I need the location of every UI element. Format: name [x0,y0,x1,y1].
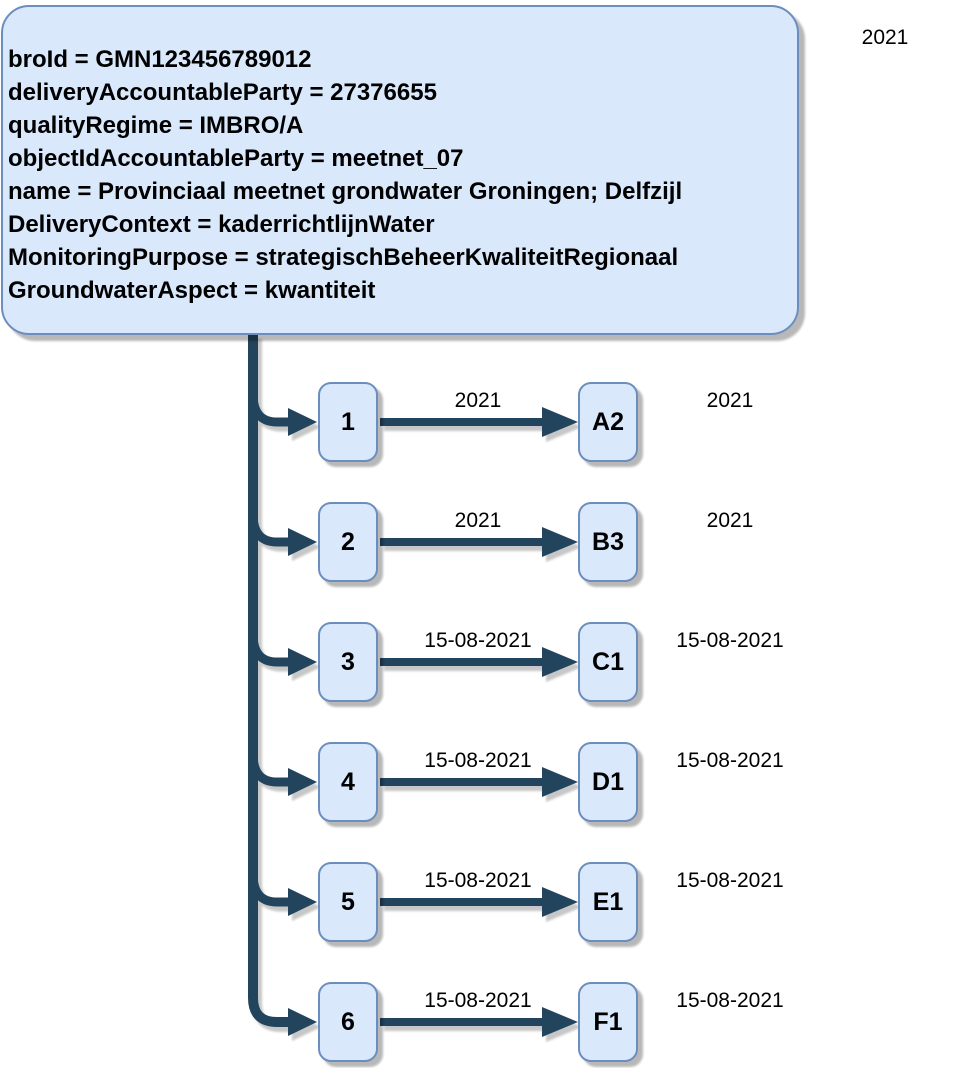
measuring-point-node-4[interactable]: 4 [318,742,378,822]
row-date-label-2: 2021 [706,509,754,532]
measuring-point-node-3[interactable]: 3 [318,622,378,702]
gmn-property-object-id-accountable-party: objectIdAccountableParty = meetnet_07 [8,145,464,172]
gmn-row-4: 4 15-08-2021 D1 15-08-2021 [0,742,960,822]
gmn-property-name: name = Provinciaal meetnet grondwater Gr… [8,178,683,205]
row-date-label-5: 15-08-2021 [676,869,784,892]
monitoring-tube-node-c1[interactable]: C1 [578,622,638,702]
gmn-property-monitoring-purpose: MonitoringPurpose = strategischBeheerKwa… [8,244,679,271]
edge-date-label-1: 2021 [454,389,502,412]
row-date-label-3: 15-08-2021 [676,629,784,652]
gmn-property-groundwater-aspect: GroundwaterAspect = kwantiteit [8,277,376,304]
measuring-point-node-1[interactable]: 1 [318,382,378,462]
measuring-point-node-5[interactable]: 5 [318,862,378,942]
row-date-label-1: 2021 [706,389,754,412]
gmn-property-quality-regime: qualityRegime = IMBRO/A [8,112,304,139]
edge-date-label-6: 15-08-2021 [424,989,532,1012]
row-date-label-4: 15-08-2021 [676,749,784,772]
monitoring-tube-node-a2[interactable]: A2 [578,382,638,462]
gmn-row-2: 2 2021 B3 2021 [0,502,960,582]
measuring-point-node-6[interactable]: 6 [318,982,378,1062]
monitoring-tube-node-d1[interactable]: D1 [578,742,638,822]
diagram-year-label: 2021 [861,26,909,49]
monitoring-tube-node-f1[interactable]: F1 [578,982,638,1062]
measuring-point-node-2[interactable]: 2 [318,502,378,582]
edge-date-label-3: 15-08-2021 [424,629,532,652]
gmn-property-delivery-context: DeliveryContext = kaderrichtlijnWater [8,211,435,238]
monitoring-tube-node-b3[interactable]: B3 [578,502,638,582]
gmn-row-6: 6 15-08-2021 F1 15-08-2021 [0,982,960,1062]
edge-date-label-4: 15-08-2021 [424,749,532,772]
edge-date-label-2: 2021 [454,509,502,532]
gmn-row-5: 5 15-08-2021 E1 15-08-2021 [0,862,960,942]
gmn-property-delivery-accountable-party: deliveryAccountableParty = 27376655 [8,79,437,106]
edge-date-label-5: 15-08-2021 [424,869,532,892]
row-date-label-6: 15-08-2021 [676,989,784,1012]
monitoring-tube-node-e1[interactable]: E1 [578,862,638,942]
gmn-property-broid: broId = GMN123456789012 [8,46,312,73]
gmn-row-1: 1 2021 A2 2021 [0,382,960,462]
gmn-properties-box[interactable]: broId = GMN123456789012 deliveryAccounta… [1,5,799,335]
gmn-row-3: 3 15-08-2021 C1 15-08-2021 [0,622,960,702]
